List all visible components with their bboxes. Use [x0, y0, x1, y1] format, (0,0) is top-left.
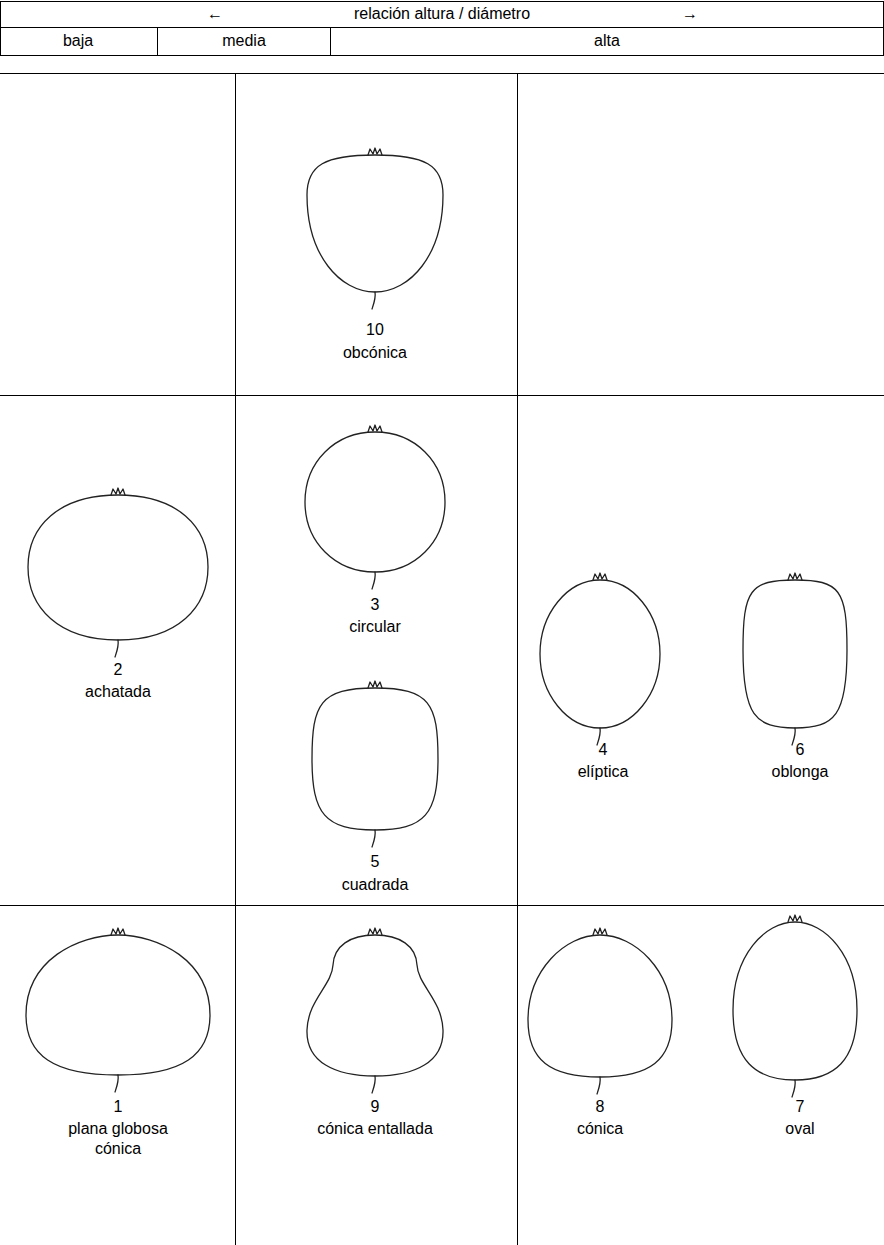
fruit-stem [372, 830, 375, 847]
fruit-outline [307, 155, 443, 292]
fruit-outline [26, 935, 210, 1075]
fruit-calyx [111, 488, 125, 495]
shape-name: elíptica [528, 762, 678, 782]
table-line [517, 73, 518, 1245]
fruit-outline [305, 432, 445, 572]
shape-name: cónica entallada [250, 1119, 500, 1139]
shape-number: 2 [18, 660, 218, 680]
fruit-outline [540, 580, 660, 728]
shape-name: circular [275, 617, 475, 637]
table-line [0, 27, 884, 28]
shape-number: 6 [725, 740, 875, 760]
column-label: alta [457, 31, 757, 51]
shape-name: oval [725, 1119, 875, 1139]
table-line [0, 395, 884, 396]
table-line [883, 1, 884, 56]
fruit-calyx [788, 573, 802, 580]
shape-number: 3 [275, 595, 475, 615]
shape-name: achatada [18, 682, 218, 702]
column-label: media [161, 31, 327, 51]
fruit-stem [372, 572, 375, 589]
fruit-outline [307, 935, 443, 1076]
fruit-outline [312, 688, 438, 830]
fruit-stem [115, 1075, 118, 1092]
table-line [0, 55, 884, 56]
fruit-calyx [368, 928, 382, 935]
shape-name: cuadrada [275, 875, 475, 895]
fruit-calyx [368, 425, 382, 432]
shape-number: 8 [525, 1097, 675, 1117]
shape-name: cónica [525, 1119, 675, 1139]
table-line [0, 1, 884, 2]
shape-number: 9 [275, 1097, 475, 1117]
fruit-calyx [111, 928, 125, 935]
fruit-calyx [788, 915, 802, 922]
shape-number: 7 [725, 1097, 875, 1117]
shape-name: oblonga [725, 762, 875, 782]
fruit-stem [372, 292, 375, 309]
fruit-outline [743, 580, 847, 728]
shape-name: obcónica [275, 343, 475, 363]
shape-number: 4 [528, 740, 678, 760]
fruit-calyx [368, 681, 382, 688]
header-arrow: → [675, 4, 705, 24]
fruit-outline [733, 922, 857, 1080]
header-text: relación altura / diámetro [282, 4, 602, 24]
table-line [0, 73, 884, 74]
shape-name: plana globosa cónica [53, 1119, 183, 1159]
fruit-calyx [368, 148, 382, 155]
table-line [157, 27, 158, 56]
shape-number: 5 [275, 852, 475, 872]
fruit-outline [528, 935, 672, 1077]
table-line [0, 1, 1, 56]
fruit-calyx [593, 928, 607, 935]
fruit-stem [372, 1076, 375, 1093]
header-arrow: ← [200, 4, 230, 24]
fruit-calyx [593, 573, 607, 580]
fruit-outline [28, 495, 208, 640]
fruit-stem [792, 728, 795, 745]
fruit-stem [792, 1080, 795, 1097]
table-line [330, 27, 331, 56]
fruit-stem [115, 640, 118, 657]
shape-number: 10 [275, 320, 475, 340]
fruit-stem [597, 1077, 600, 1094]
shape-number: 1 [18, 1097, 218, 1117]
fruit-outlines [26, 148, 857, 1097]
table-line [235, 73, 236, 1245]
table-line [0, 905, 884, 906]
column-label: baja [3, 31, 153, 51]
